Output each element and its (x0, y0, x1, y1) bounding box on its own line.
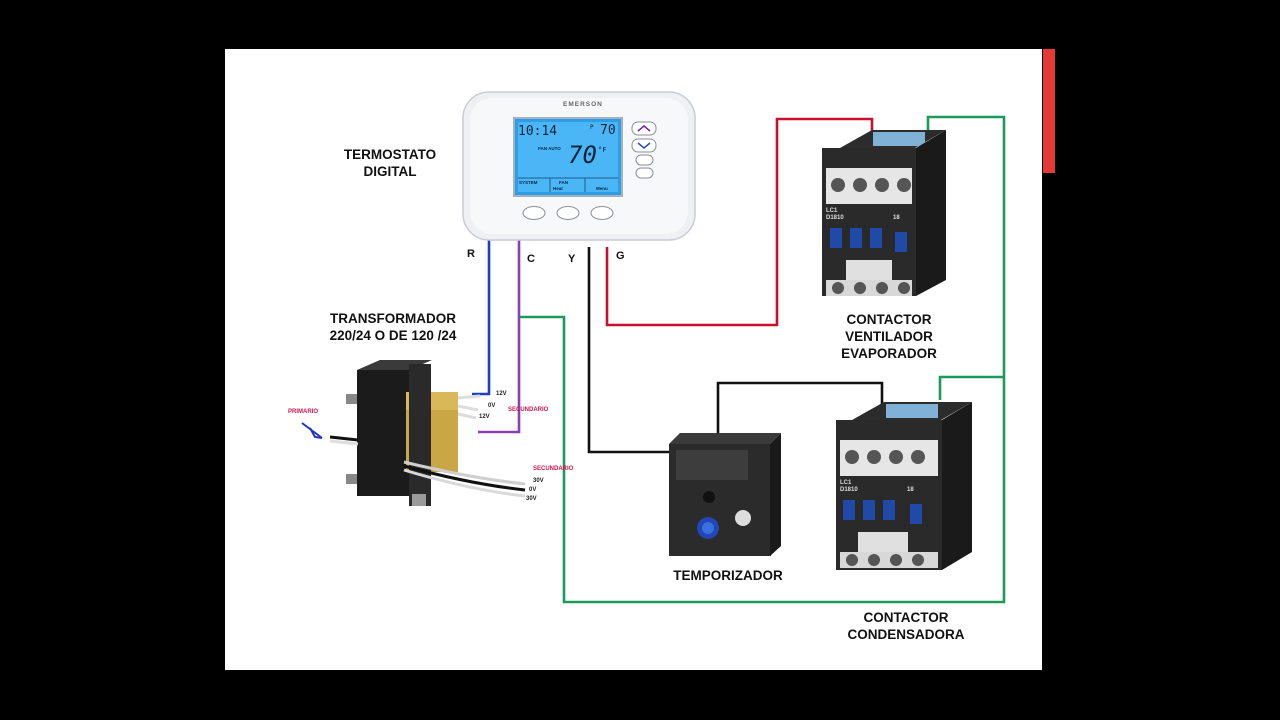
terminal-r: R (467, 248, 475, 260)
transformer-secondary-top-label: SECUNDARIO (508, 407, 549, 413)
label-contactor-condenser: CONTACTOR CONDENSADORA (847, 610, 965, 642)
transformer-secondary-bottom-label: SECUNDARIO (533, 466, 574, 472)
thermostat-footer-menu: Menu (596, 186, 608, 191)
thermostat-footer-heat: Heat (553, 186, 563, 191)
thermostat-set-temp: 70 (600, 123, 616, 138)
label-thermostat: TERMOSTATO DIGITAL (343, 147, 437, 179)
contactor-condenser-device (836, 402, 972, 570)
label-transformer: TRANSFORMADOR 220/24 O DE 120 /24 (329, 311, 457, 343)
wire-blue-r (472, 232, 491, 396)
terminal-y: Y (568, 253, 576, 265)
terminal-c: C (527, 253, 535, 265)
thermostat-brand: EMERSON (563, 101, 603, 108)
thermostat-room-temp: 70 (568, 141, 597, 169)
thermostat-mode: FAN AUTO (538, 146, 561, 151)
contactor-top-rating: 18 (893, 215, 900, 221)
wire-red-g (605, 117, 874, 327)
wire-green-branch (938, 375, 1004, 400)
contactor-bottom-model: LC1 D1810 (840, 480, 858, 493)
thermostat-footer-system: SYSTEM (519, 180, 538, 185)
thermostat-room-unit: °F (598, 146, 607, 154)
label-contactor-evaporator: CONTACTOR VENTILADOR EVAPORADOR (841, 312, 937, 361)
wire-black-y (587, 247, 676, 454)
transformer-device (301, 360, 526, 506)
slide-edge-accent (1043, 49, 1055, 173)
contactor-evaporator-device (822, 130, 946, 296)
thermostat-time: 10:14 (518, 124, 558, 139)
tap-30v-a: 30V (533, 478, 544, 484)
tap-12v-a: 12V (496, 391, 507, 397)
thermostat-time-suffix: P (590, 124, 594, 131)
tap-0v-b: 0V (529, 487, 537, 493)
tap-30v-b: 30V (526, 496, 537, 502)
tap-0v-a: 0V (488, 403, 496, 409)
contactor-top-model: LC1 D1810 (826, 208, 844, 221)
transformer-primary-label: PRIMARIO (288, 409, 318, 415)
contactor-bottom-rating: 18 (907, 487, 914, 493)
wire-black-timer-out (716, 381, 884, 452)
thermostat-footer-fan: FAN (559, 180, 568, 185)
timer-device (669, 433, 781, 556)
terminal-g: G (616, 250, 625, 262)
tap-12v-b: 12V (479, 414, 490, 420)
thermostat-device (462, 91, 696, 241)
label-timer: TEMPORIZADOR (673, 568, 783, 583)
wire-green-common (520, 115, 1006, 604)
wire-purple-c (478, 240, 521, 434)
